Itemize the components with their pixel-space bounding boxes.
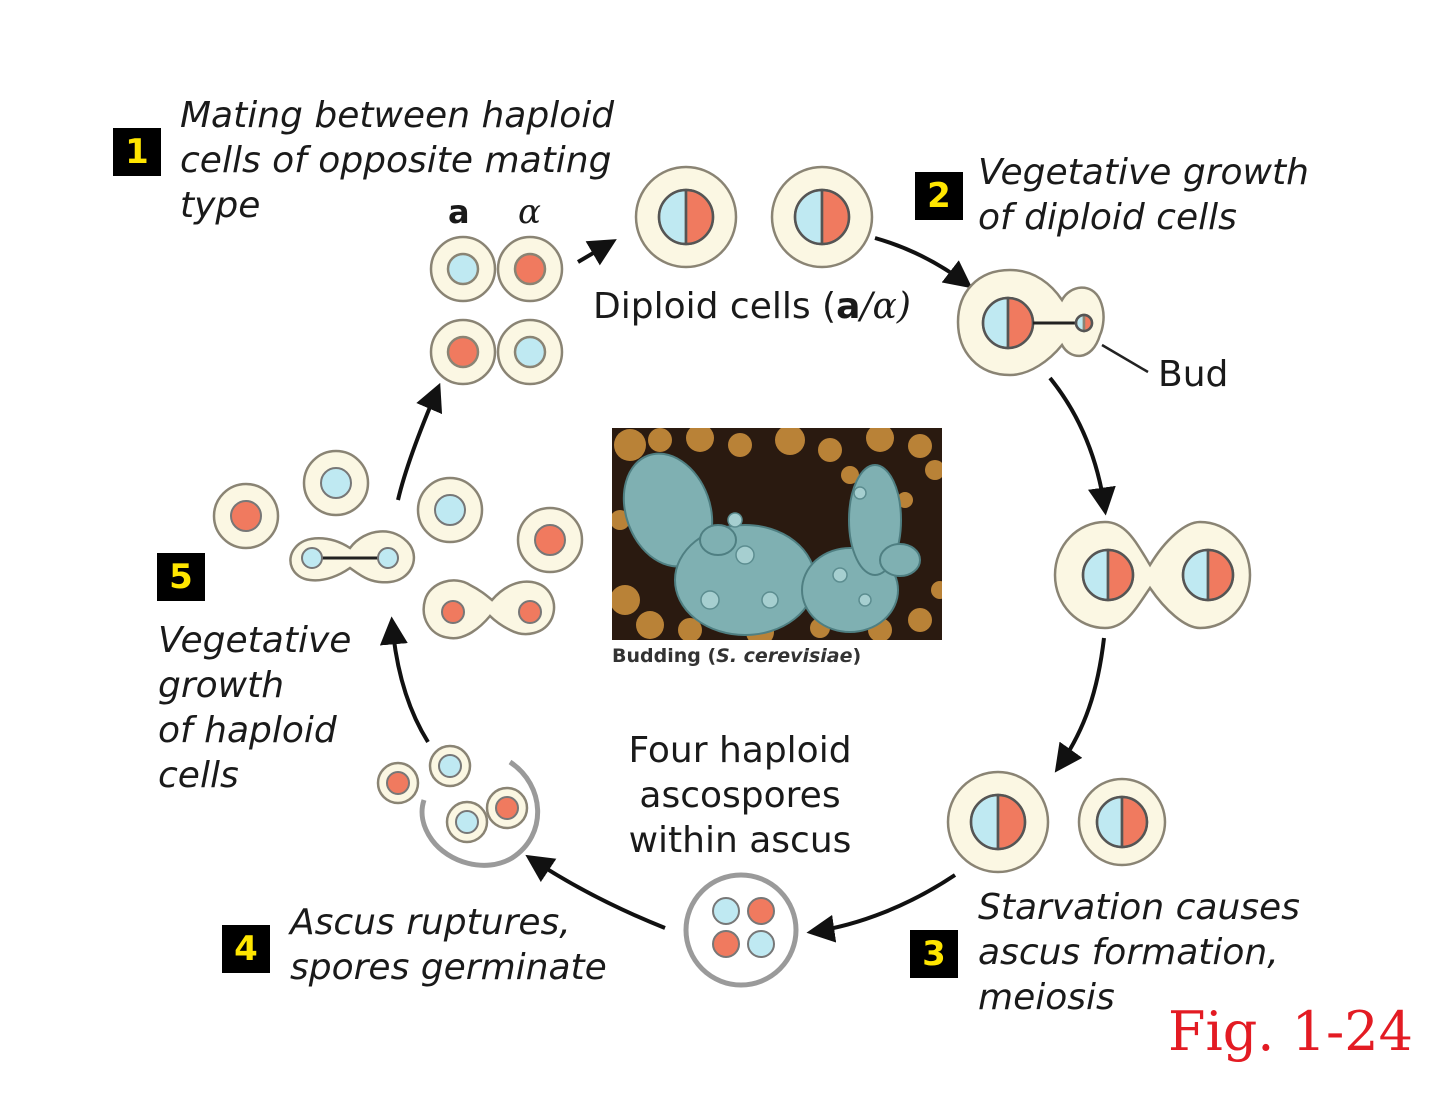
spore-a bbox=[712, 897, 740, 925]
arrow-bud-to-division bbox=[1048, 376, 1116, 516]
step-badge-2: 2 bbox=[915, 172, 963, 220]
starved-diploid-cells bbox=[946, 770, 1167, 874]
budding-yeast-micrograph bbox=[612, 428, 942, 640]
step-5-caption: Vegetative growth of haploid cells bbox=[158, 620, 352, 796]
mating-type-alpha-label: α bbox=[518, 192, 541, 232]
step-badge-1: 1 bbox=[113, 128, 161, 176]
nucleus-a bbox=[446, 252, 480, 286]
step-1-caption: Mating between haploid cells of opposite… bbox=[180, 95, 615, 226]
figure-label: Fig. 1-24 bbox=[1168, 1000, 1413, 1063]
step-badge-5: 5 bbox=[157, 553, 205, 601]
ruptured-ascus-wall bbox=[419, 759, 541, 868]
diploid-cells-label: Diploid cells (a/α) bbox=[593, 286, 911, 327]
spore-a bbox=[747, 930, 775, 958]
nucleus-a bbox=[513, 335, 547, 369]
step-badge-4: 4 bbox=[222, 925, 270, 973]
step-badge-3: 3 bbox=[910, 930, 958, 978]
dividing-haploid-alpha bbox=[422, 579, 556, 640]
arrow-ascus-rupture bbox=[525, 854, 666, 930]
step-2-caption: Vegetative growth of diploid cells bbox=[978, 152, 1309, 238]
nucleus-alpha bbox=[446, 335, 480, 369]
step-4-caption: Ascus ruptures, spores germinate bbox=[290, 902, 607, 988]
bud-pointer bbox=[1101, 343, 1149, 374]
spore-alpha bbox=[747, 897, 775, 925]
arrow-ascus-formation bbox=[806, 873, 957, 943]
diploid-cells bbox=[634, 165, 874, 269]
arrow-mating-to-diploid bbox=[576, 239, 617, 266]
haploid-mating-cells bbox=[429, 235, 564, 386]
step-3-caption: Starvation causes ascus formation, meios… bbox=[978, 887, 1300, 1018]
haploid-vegetative-cells bbox=[212, 449, 584, 640]
spore-alpha bbox=[712, 930, 740, 958]
arrow-germinate-to-growth bbox=[379, 616, 430, 744]
ruptured-ascus bbox=[376, 744, 541, 868]
mating-type-a-label: a bbox=[448, 193, 470, 231]
dividing-diploid-cell bbox=[1053, 520, 1252, 630]
ascospores-label: Four haploid ascospores within ascus bbox=[628, 730, 852, 861]
ascus-with-spores bbox=[683, 872, 799, 988]
arrow-diploid-to-bud bbox=[874, 236, 973, 289]
dividing-cell-outline bbox=[1053, 520, 1252, 630]
micrograph-caption: Budding (S. cerevisiae) bbox=[612, 645, 862, 667]
arrow-division-to-ascus bbox=[1054, 637, 1106, 773]
cycle-arrows bbox=[379, 236, 1116, 943]
nucleus-alpha bbox=[513, 252, 547, 286]
budding-diploid-cell bbox=[956, 268, 1149, 377]
bud-label: Bud bbox=[1158, 354, 1229, 395]
ascus-wall bbox=[683, 872, 799, 988]
arrow-growth-to-mating bbox=[396, 382, 443, 501]
